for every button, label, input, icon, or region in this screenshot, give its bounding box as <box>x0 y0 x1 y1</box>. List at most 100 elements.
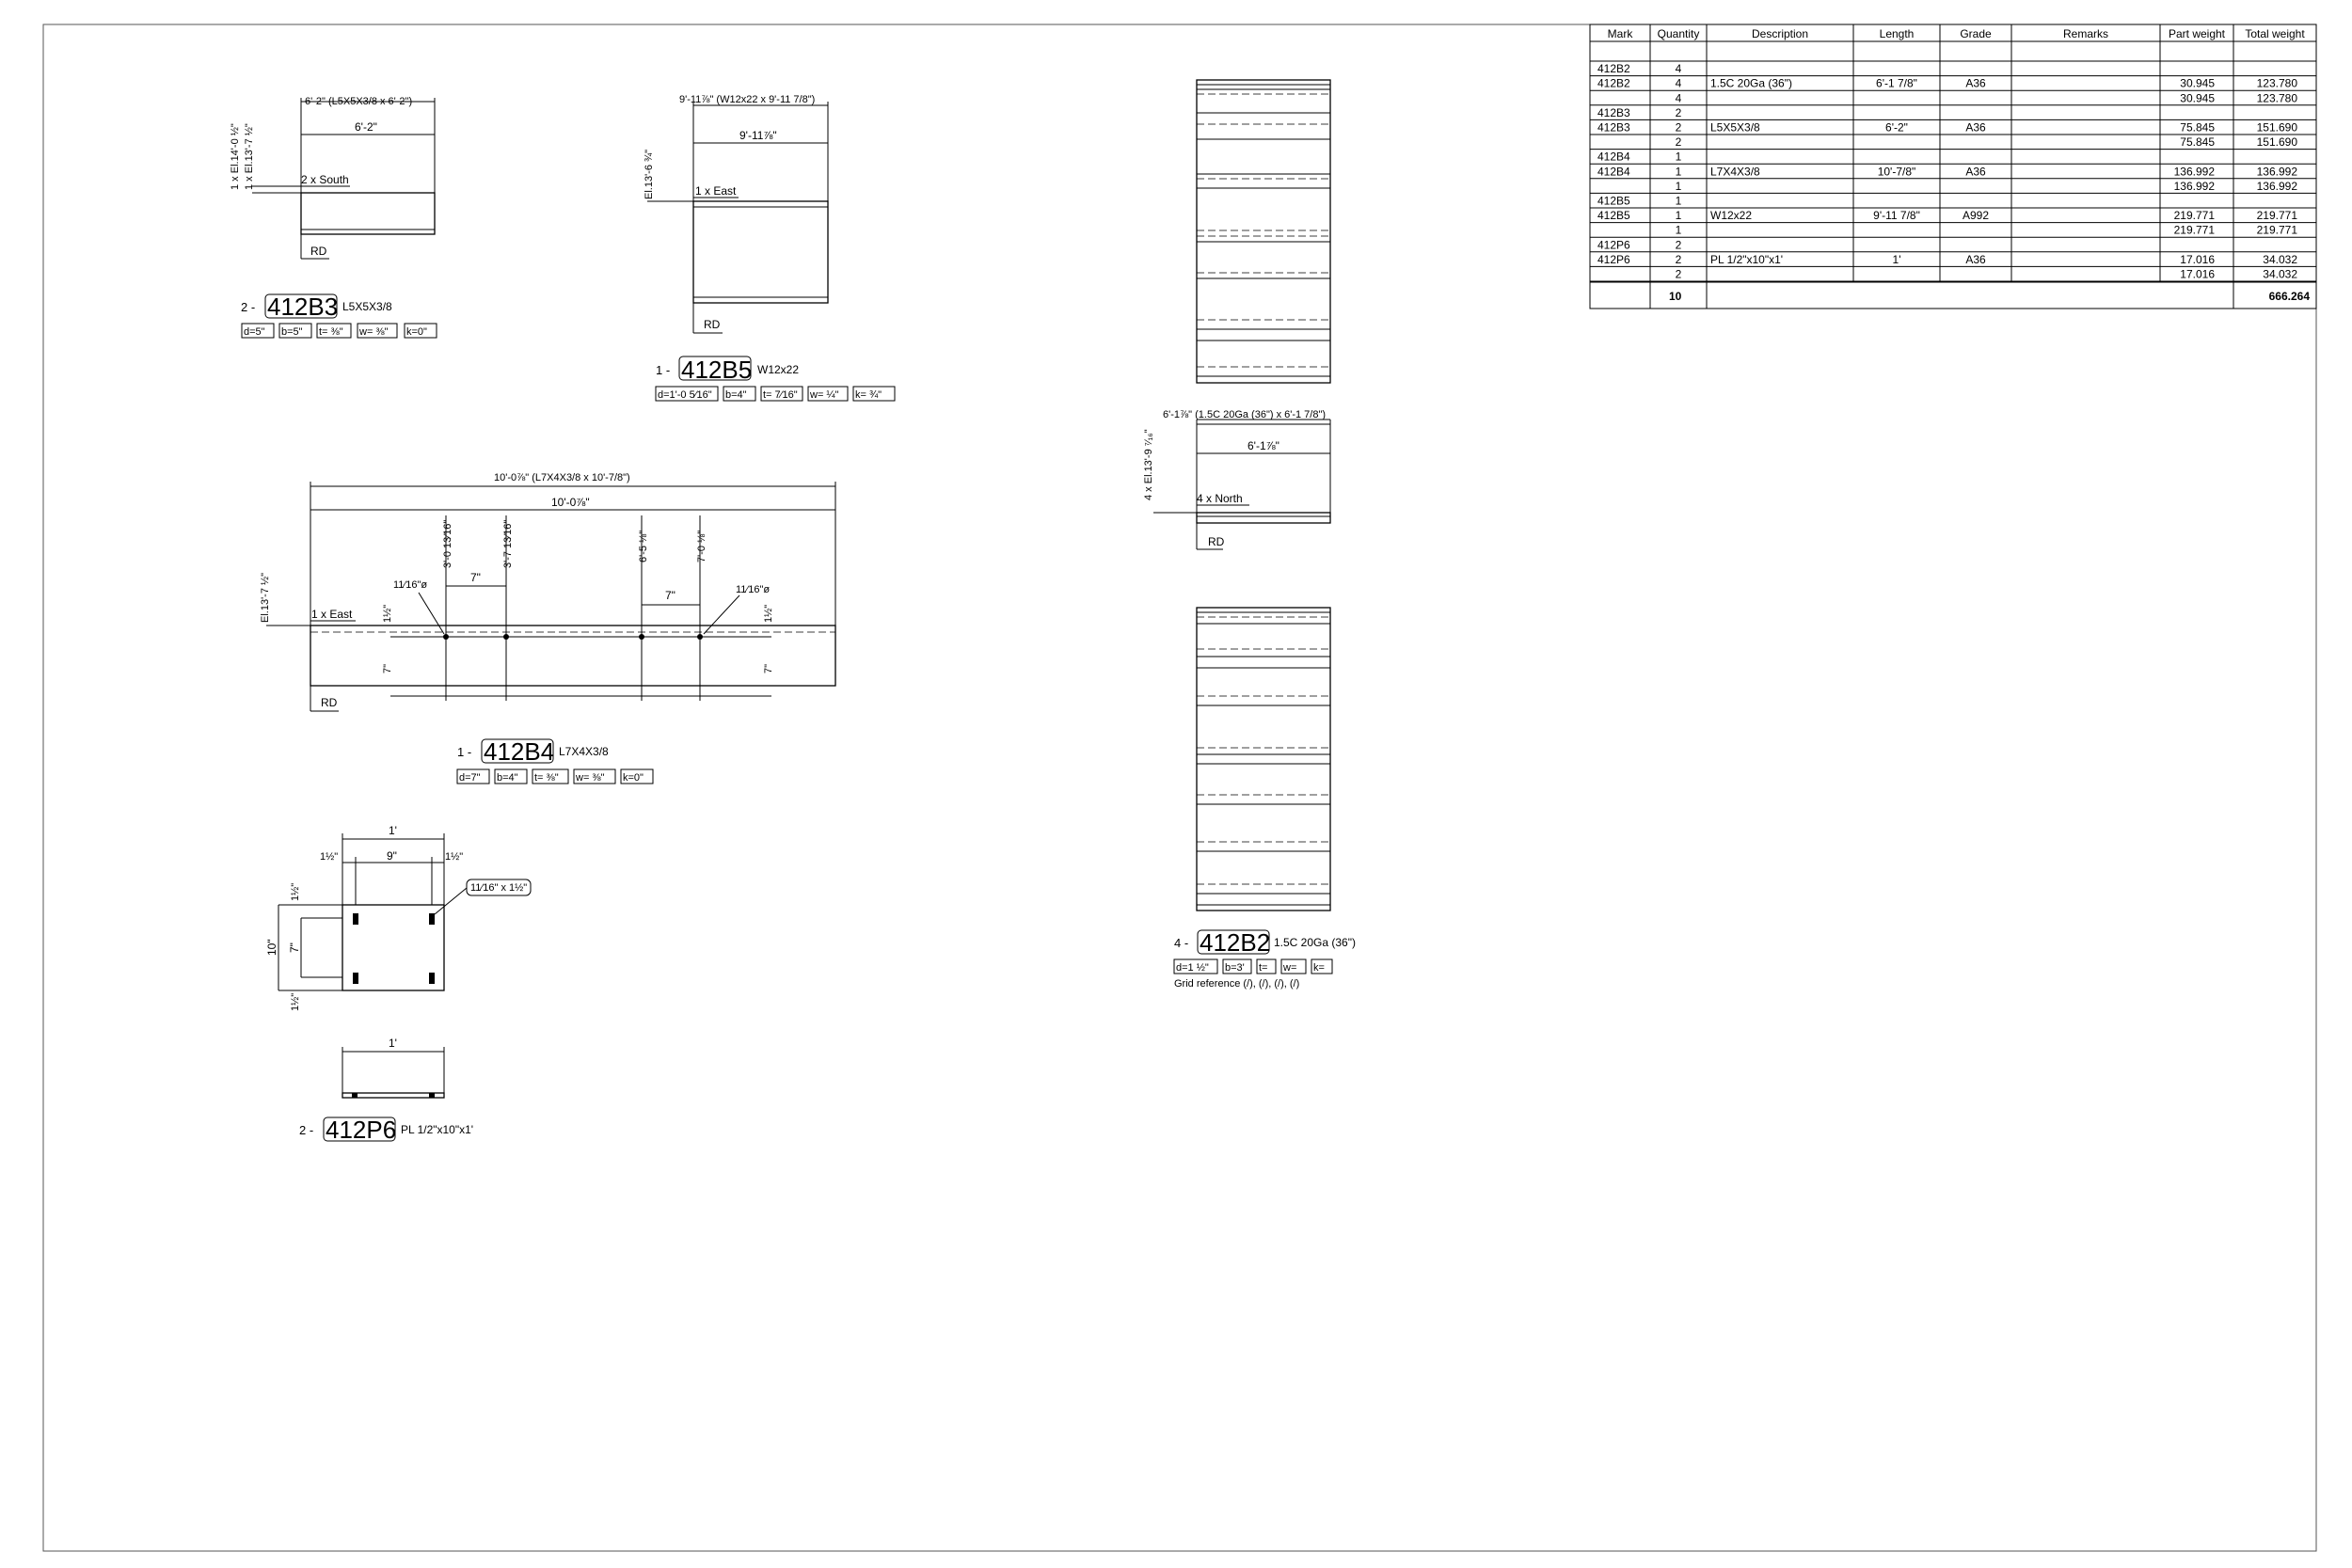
b2-mark-box <box>1197 929 1270 955</box>
bom-cell: 412B3 <box>1597 106 1630 119</box>
bom-cell: 1 <box>1676 180 1682 193</box>
b3-direction: 2 x South <box>301 173 349 186</box>
b4-elev: El.13'-7 ½" <box>260 573 271 623</box>
b4-hole-dim-4: 7'-0 ⅛" <box>696 531 707 562</box>
svg-text:b=3': b=3' <box>1225 962 1245 974</box>
bom-cell: 136.992 <box>2257 180 2298 193</box>
bom-cell: 412B4 <box>1597 165 1630 178</box>
bom-cell: 17.016 <box>2180 268 2215 281</box>
bom-cell: 1' <box>1893 253 1901 266</box>
bom-header-cell: Description <box>1752 27 1808 40</box>
bom-cell: 34.032 <box>2263 268 2297 281</box>
sheet-border <box>42 24 2317 1552</box>
svg-text:d=1 ½": d=1 ½" <box>1176 962 1209 974</box>
bom-cell: 412B3 <box>1597 121 1630 135</box>
p6-vspacing-dim: 7" <box>288 942 301 953</box>
svg-text:b=5": b=5" <box>281 326 303 338</box>
b5-member <box>692 200 829 304</box>
svg-text:k=: k= <box>1313 962 1325 974</box>
b3-profile: L5X5X3/8 <box>342 300 392 313</box>
bom-cell: 219.771 <box>2174 209 2216 222</box>
bom-cell: 136.992 <box>2174 180 2216 193</box>
b3-qty: 2 - <box>241 300 255 314</box>
p6-edge-view <box>342 1092 445 1099</box>
bom-cell: 2 <box>1676 106 1682 119</box>
svg-text:w= ⅜": w= ⅜" <box>358 326 389 338</box>
b4-direction: 1 x East <box>311 608 353 621</box>
b4-mark-box <box>481 738 554 764</box>
bom-cell: 2 <box>1676 253 1682 266</box>
p6-vedge-bottom: 1½" <box>290 993 301 1011</box>
bom-cell: L5X5X3/8 <box>1710 121 1760 135</box>
bom-cell: 151.690 <box>2257 135 2298 149</box>
bom-cell: 75.845 <box>2180 121 2215 135</box>
bom-row: 412B2 4 <box>1590 62 2316 77</box>
bom-header-cell: Grade <box>1960 27 1992 40</box>
b4-length-dim: 10'-0⅞" <box>551 496 590 509</box>
bom-cell: 412B2 <box>1597 77 1630 90</box>
b4-overall-dim: 10'-0⅞" (L7X4X3/8 x 10'-7/8") <box>494 472 630 483</box>
bom-cell: L7X4X3/8 <box>1710 165 1760 178</box>
bom-cell: 123.780 <box>2257 91 2298 104</box>
b5-qty: 1 - <box>656 363 670 377</box>
p6-mark: 412P6 <box>326 1116 396 1144</box>
bom-cell: 6'-1 7/8" <box>1876 77 1917 90</box>
bom-cell: 219.771 <box>2174 224 2216 237</box>
b3-overall-dim: 6'-2" (L5X5X3/8 x 6'-2") <box>305 96 412 107</box>
b5-profile: W12x22 <box>757 363 799 376</box>
bom-cell: 75.845 <box>2180 135 2215 149</box>
bom-cell: 4 <box>1676 77 1682 90</box>
bom-cell: A36 <box>1965 121 1986 135</box>
b5-length-dim: 9'-11⅞" <box>739 129 777 142</box>
b5-rd: RD <box>704 318 721 331</box>
b5-overall-dim: 9'-11⅞" (W12x22 x 9'-11 7/8") <box>679 94 815 105</box>
svg-text:w= ¼": w= ¼" <box>809 389 839 401</box>
b3-elev-1: 1 x El.14'-0 ½" <box>230 123 241 190</box>
part-412b3: 6'-2" (L5X5X3/8 x 6'-2") 6'-2" 1 x El.14… <box>230 96 437 339</box>
b2-grid-reference: Grid reference (/), (/), (/), (/) <box>1174 978 1299 990</box>
b5-mark: 412B5 <box>681 356 752 384</box>
bom-cell: 136.992 <box>2174 165 2216 178</box>
p6-width-dim: 1' <box>389 824 397 837</box>
b4-spacing-2: 7" <box>665 589 675 602</box>
b4-hole-size-1: 11⁄16"ø <box>393 579 427 591</box>
bom-cell: 412B2 <box>1597 62 1630 75</box>
bom-cell: A36 <box>1965 77 1986 90</box>
bom-header-cell: Mark <box>1608 27 1634 40</box>
svg-text:d=7": d=7" <box>459 772 481 784</box>
svg-text:b=4": b=4" <box>497 772 518 784</box>
p6-spacing: 9" <box>387 849 397 863</box>
b2-length-dim: 6'-1⅞" <box>1248 439 1279 452</box>
b2-mark: 412B2 <box>1200 928 1270 957</box>
bom-header-cell: Part weight <box>2169 27 2226 40</box>
b2-profile: 1.5C 20Ga (36") <box>1274 936 1356 949</box>
bom-total-qty: 10 <box>1669 290 1682 303</box>
bom-header-cell: Length <box>1880 27 1915 40</box>
b4-holes: 3'-0 13⁄16" 3'-7 13⁄16" 6'-5 ⅛" 7'-0 ⅛" … <box>382 515 774 701</box>
bom-cell: 1 <box>1676 150 1682 164</box>
p6-height-dim: 10" <box>265 939 278 956</box>
b2-plan-view-bottom <box>1196 607 1331 911</box>
b2-plan-view-top <box>1196 79 1331 384</box>
p6-width2-dim: 1' <box>389 1037 397 1050</box>
svg-text:t= 7⁄16": t= 7⁄16" <box>763 389 798 401</box>
b4-hole-dim-2: 3'-7 13⁄16" <box>502 520 514 568</box>
svg-text:k= ¾": k= ¾" <box>855 389 882 401</box>
bom-cell: A992 <box>1963 209 1989 222</box>
b4-spacing-1: 7" <box>470 571 481 584</box>
bom-cell: 4 <box>1676 62 1682 75</box>
bom-header-cell: Quantity <box>1658 27 1700 40</box>
p6-holes <box>353 913 435 984</box>
bom-cell: 30.945 <box>2180 77 2215 90</box>
bom-cell: A36 <box>1965 253 1986 266</box>
p6-hole-label-box <box>466 879 532 896</box>
